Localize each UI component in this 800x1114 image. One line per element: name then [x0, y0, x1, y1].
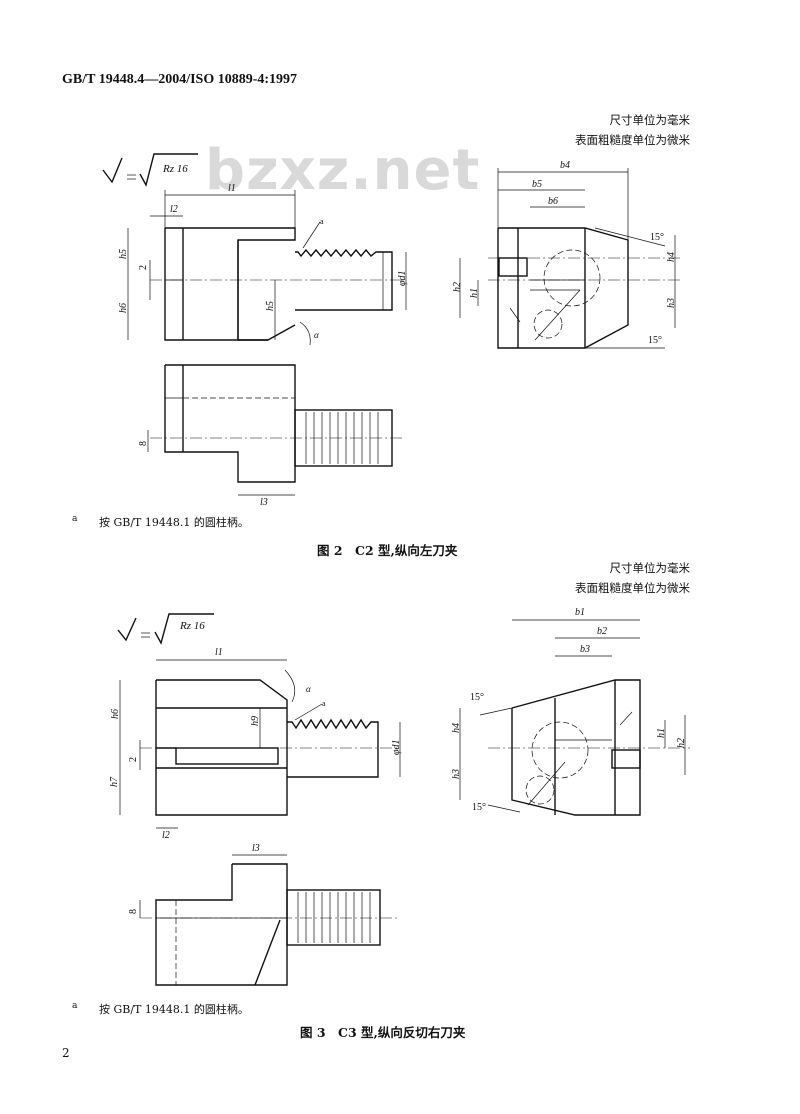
dim3-l1: l1 — [215, 647, 223, 658]
dim-b5: b5 — [532, 179, 542, 190]
note-a-marker: a — [320, 217, 324, 226]
dim-h3: h3 — [666, 298, 677, 308]
dim3-h2: h2 — [676, 738, 687, 748]
fig2-roughness-symbol: Rz 16 — [102, 153, 198, 187]
note3-a-marker: a — [322, 699, 326, 708]
angle3-15-bottom: 15° — [472, 802, 486, 813]
fig2-unit-um: 表面粗糙度单位为微米 — [575, 133, 690, 147]
fig2-drawing: Rz 16 l1 l2 h5 h6 2 h5 φd1 a α — [102, 153, 680, 508]
fig3-top-view: l3 8 — [128, 843, 400, 986]
dim-h5-inner: h5 — [265, 301, 276, 311]
fig2-note-mark: a — [72, 513, 78, 524]
dim3-h6: h6 — [110, 709, 121, 719]
dim3-h3: h3 — [451, 769, 462, 779]
fig2-front-view: l1 l2 h5 h6 2 h5 φd1 a α — [118, 183, 408, 346]
angle-15-top: 15° — [650, 232, 664, 243]
fig3-caption: 图 3 C3 型,纵向反切右刀夹 — [300, 1025, 466, 1040]
dim-l1: l1 — [228, 183, 236, 194]
fig2-top-view: 8 l3 — [138, 364, 405, 508]
dim-h6: h6 — [118, 303, 129, 313]
dim3-h7: h7 — [109, 776, 120, 787]
dim3-b2: b2 — [597, 626, 607, 637]
dim-l2: l2 — [170, 204, 178, 215]
dim3-8: 8 — [128, 909, 139, 914]
dim3-h1: h1 — [656, 728, 667, 738]
fig3-note-mark: a — [72, 1000, 78, 1011]
fig2-note: 按 GB/T 19448.1 的圆柱柄。 — [98, 515, 249, 529]
dim3-h9: h9 — [250, 716, 261, 726]
dim-b4: b4 — [560, 160, 570, 171]
angle3-alpha: α — [306, 684, 311, 694]
dim3-l2: l2 — [162, 830, 170, 841]
dim-l3: l3 — [260, 497, 268, 508]
dim-8: 8 — [138, 441, 149, 446]
dim-h2: h2 — [452, 282, 463, 292]
fig3-unit-mm: 尺寸单位为毫米 — [609, 561, 691, 575]
standard-number: GB/T 19448.4—2004/ISO 10889-4:1997 — [62, 72, 298, 87]
dim-b6: b6 — [548, 196, 558, 207]
fig2-roughness-value: Rz 16 — [162, 163, 188, 175]
dim-2: 2 — [138, 265, 149, 270]
fig3-drawing: Rz 16 l1 h6 h7 2 h9 φd1 l2 α a — [109, 607, 690, 986]
dim-h5: h5 — [118, 249, 129, 259]
fig3-roughness-symbol: Rz 16 — [117, 613, 214, 645]
dim3-2: 2 — [128, 757, 139, 762]
dim-h1: h1 — [469, 288, 480, 298]
dim3-l3: l3 — [252, 843, 260, 854]
fig2-caption: 图 2 C2 型,纵向左刀夹 — [317, 543, 458, 558]
dim3-b1: b1 — [575, 607, 585, 618]
dim3-b3: b3 — [580, 644, 590, 655]
fig3-roughness-value: Rz 16 — [179, 620, 205, 632]
fig3-side-view: b1 b2 b3 h4 h3 h1 h2 15° 15° — [451, 607, 690, 816]
angle3-15-top: 15° — [470, 692, 484, 703]
page-number: 2 — [62, 1046, 70, 1060]
dim-h4: h4 — [666, 252, 677, 262]
dim-d1: φd1 — [397, 270, 408, 286]
fig2-unit-mm: 尺寸单位为毫米 — [609, 113, 691, 127]
fig3-front-view: l1 h6 h7 2 h9 φd1 l2 α a — [109, 647, 402, 841]
dim3-h4: h4 — [451, 723, 462, 733]
fig3-note: 按 GB/T 19448.1 的圆柱柄。 — [98, 1002, 249, 1016]
fig3-unit-um: 表面粗糙度单位为微米 — [575, 581, 690, 595]
angle-15-bottom: 15° — [648, 335, 662, 346]
watermark: bzxz.net — [205, 138, 481, 203]
fig2-side-view: b4 b5 b6 h2 h1 h4 h3 15° 15° — [452, 160, 680, 349]
dim3-d1: φd1 — [391, 739, 402, 755]
angle-alpha: α — [314, 330, 319, 340]
